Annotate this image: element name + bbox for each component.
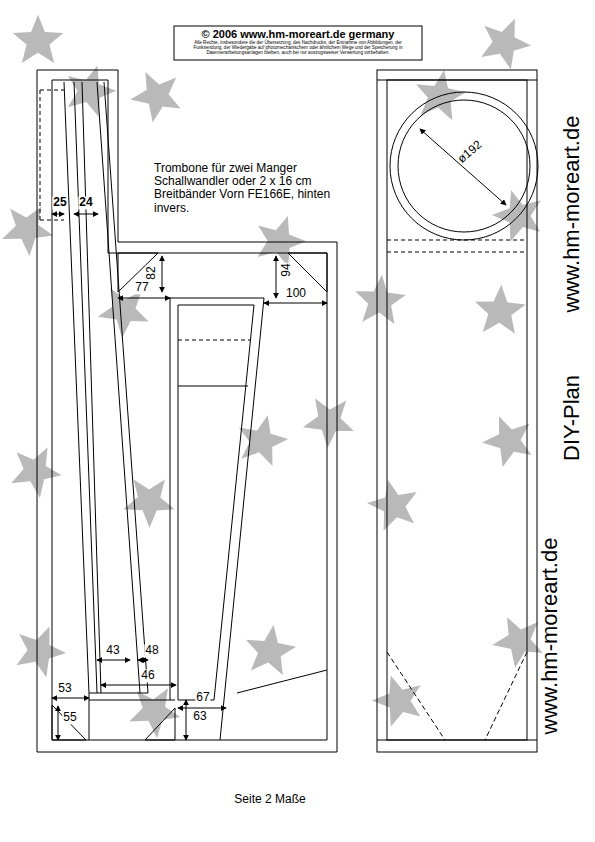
watermark-text: DIY-Plan bbox=[560, 375, 584, 461]
star-watermark bbox=[249, 208, 312, 270]
dimension: 94 bbox=[280, 262, 293, 277]
dimension: 43 bbox=[105, 644, 120, 657]
star-watermarks bbox=[0, 9, 556, 743]
diameter-dimension: ø192 bbox=[455, 138, 486, 167]
star-watermark bbox=[8, 617, 73, 681]
star-watermark bbox=[232, 410, 292, 468]
star-watermark bbox=[474, 283, 527, 334]
dimension: 25 bbox=[52, 196, 67, 209]
dimension: 24 bbox=[78, 196, 93, 209]
star-watermark bbox=[411, 66, 469, 122]
star-watermark bbox=[473, 9, 538, 73]
watermark-text: www.hm-moreart.de bbox=[560, 116, 584, 313]
dimension: 67 bbox=[195, 691, 210, 704]
dimension: 55 bbox=[62, 711, 77, 724]
star-watermark bbox=[476, 404, 546, 474]
title-note: Trombone für zwei Manger Schallwandler o… bbox=[154, 162, 334, 215]
dimension: 53 bbox=[57, 682, 72, 695]
star-watermark bbox=[242, 621, 299, 676]
dimension: 46 bbox=[140, 669, 155, 682]
star-watermark bbox=[487, 180, 556, 249]
star-watermark bbox=[362, 470, 429, 538]
dimension: 63 bbox=[192, 710, 207, 723]
star-watermark bbox=[59, 58, 122, 119]
star-watermark bbox=[296, 384, 366, 454]
dimension: 77 bbox=[134, 281, 149, 294]
copyright-header: © 2006 www.hm-moreart.de germany bbox=[202, 28, 395, 40]
watermark-text: www.hm-moreart.de bbox=[538, 538, 562, 735]
star-watermark bbox=[353, 273, 407, 325]
star-watermark bbox=[13, 15, 64, 63]
dimension: 48 bbox=[144, 644, 159, 657]
page-caption: Seite 2 Maße bbox=[234, 793, 305, 806]
copyright-notice: Alle Rechte, insbesondere die der Überse… bbox=[180, 40, 416, 55]
star-watermark bbox=[124, 59, 194, 129]
dimension: 100 bbox=[285, 287, 307, 300]
dimension: 82 bbox=[145, 265, 158, 280]
